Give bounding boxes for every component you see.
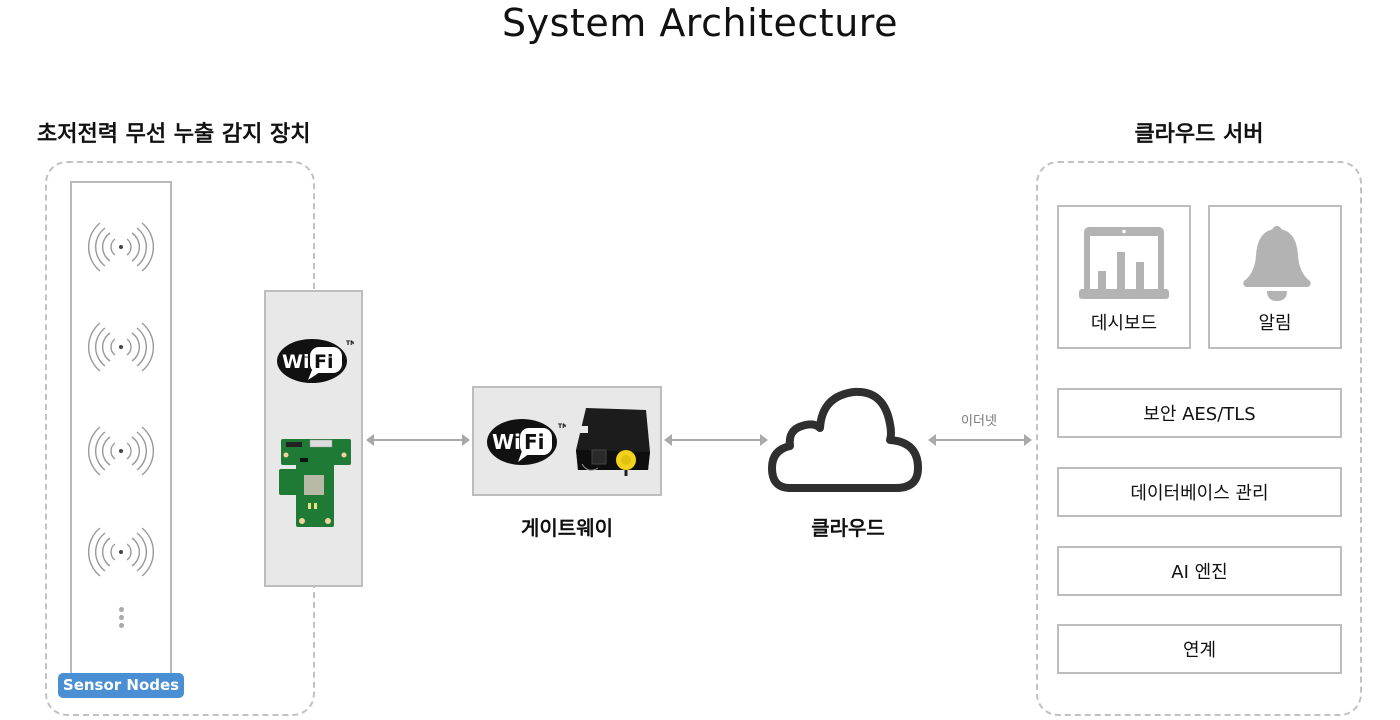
security-label: 보안 AES/TLS (1143, 404, 1256, 425)
security-box: 보안 AES/TLS (1057, 388, 1342, 438)
wireless-signal-icon (88, 222, 154, 272)
device-group-title: 초저전력 무선 누출 감지 장치 (37, 122, 311, 147)
database-box: 데이터베이스 관리 (1057, 467, 1342, 517)
ai-engine-box: AI 엔진 (1057, 546, 1342, 596)
svg-text:TM: TM (346, 340, 354, 347)
gateway-cloud-arrow (664, 434, 768, 446)
sensor-nodes-column (70, 181, 172, 681)
bell-icon (1243, 226, 1311, 301)
dashboard-laptop-icon (1079, 227, 1169, 299)
gateway-wifi-logo-icon: Wi Fi TM (487, 419, 566, 465)
wireless-signal-icon (88, 426, 154, 476)
wireless-signal-icon (88, 322, 154, 372)
cloud-label: 클라우드 (811, 516, 885, 540)
wifi-pcb-module-image (279, 439, 351, 527)
server-group-title: 클라우드 서버 (1134, 122, 1264, 147)
more-sensors-ellipsis-icon (118, 607, 124, 631)
gateway-label: 게이트웨이 (521, 516, 613, 540)
svg-text:TM: TM (558, 423, 566, 430)
integration-box: 연계 (1057, 624, 1342, 674)
server-group-container (1036, 161, 1362, 716)
sensor-nodes-badge: Sensor Nodes (58, 673, 184, 698)
ethernet-label: 이더넷 (961, 414, 997, 429)
alert-tile: 알림 (1208, 205, 1342, 349)
module-gateway-arrow (366, 434, 470, 446)
ai-engine-label: AI 엔진 (1171, 562, 1228, 583)
page-title: System Architecture (502, 1, 898, 45)
svg-text:Fi: Fi (314, 351, 334, 373)
integration-label: 연계 (1182, 640, 1217, 661)
dashboard-label: 데시보드 (1090, 313, 1158, 334)
wifi-module-panel: Wi Fi TM (264, 290, 363, 587)
database-label: 데이터베이스 관리 (1130, 483, 1269, 504)
svg-text:Fi: Fi (524, 430, 545, 454)
alert-label: 알림 (1258, 313, 1292, 334)
wifi-logo-icon: Wi Fi TM (277, 339, 354, 383)
cloud-server-arrow (928, 434, 1032, 446)
dashboard-tile: 데시보드 (1057, 205, 1191, 349)
svg-text:Wi: Wi (492, 430, 521, 454)
wireless-signal-icon (88, 527, 154, 577)
wifi-logo: Wi Fi TM (276, 336, 354, 386)
gateway-device-image (576, 408, 650, 476)
gateway-panel: Wi Fi TM (472, 386, 662, 496)
svg-text:Wi: Wi (282, 351, 309, 373)
cloud-icon (768, 387, 922, 492)
